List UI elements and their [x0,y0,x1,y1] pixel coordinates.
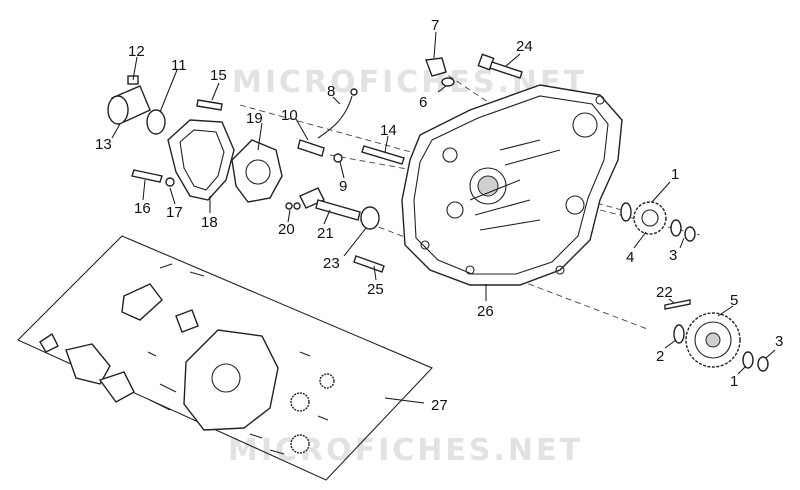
callout-13: 13 [95,136,112,153]
callout-5: 5 [730,292,738,309]
water-pump-group [107,75,405,273]
callout-26: 26 [477,303,494,320]
callout-18: 18 [201,214,218,231]
callout-12: 12 [128,43,145,60]
drain-plug-7 [425,57,455,87]
callout-25: 25 [367,281,384,298]
callout-11: 11 [171,57,187,74]
callout-4: 4 [626,249,634,266]
callout-19: 19 [246,110,263,127]
callout-labels: 1 1 2 3 3 4 5 6 7 8 9 10 11 12 13 14 15 … [95,17,783,414]
bolt-24 [477,53,523,79]
callout-24: 24 [516,38,533,55]
callout-17: 17 [166,204,183,221]
callout-1-upper: 1 [671,166,679,183]
leader-lines [111,31,776,404]
callout-20: 20 [278,221,295,238]
callout-8: 8 [327,83,335,100]
callout-27: 27 [431,397,448,414]
callout-10: 10 [281,107,298,124]
callout-14: 14 [380,122,397,139]
inset-assembly-box [17,235,433,481]
callout-21: 21 [317,225,334,242]
callout-7: 7 [431,17,439,34]
watermark-bottom: MICROFICHES.NET [228,433,583,468]
callout-1-lower: 1 [730,373,738,390]
callout-3-lower: 3 [775,333,783,350]
callout-22: 22 [656,284,673,301]
clutch-cover [401,84,623,286]
gear-group [620,201,769,372]
callout-3-upper: 3 [669,247,677,264]
callout-9: 9 [339,178,347,195]
callout-15: 15 [210,67,227,84]
callout-2: 2 [656,348,664,365]
callout-23: 23 [323,255,340,272]
callout-16: 16 [134,200,151,217]
callout-6: 6 [419,94,427,111]
